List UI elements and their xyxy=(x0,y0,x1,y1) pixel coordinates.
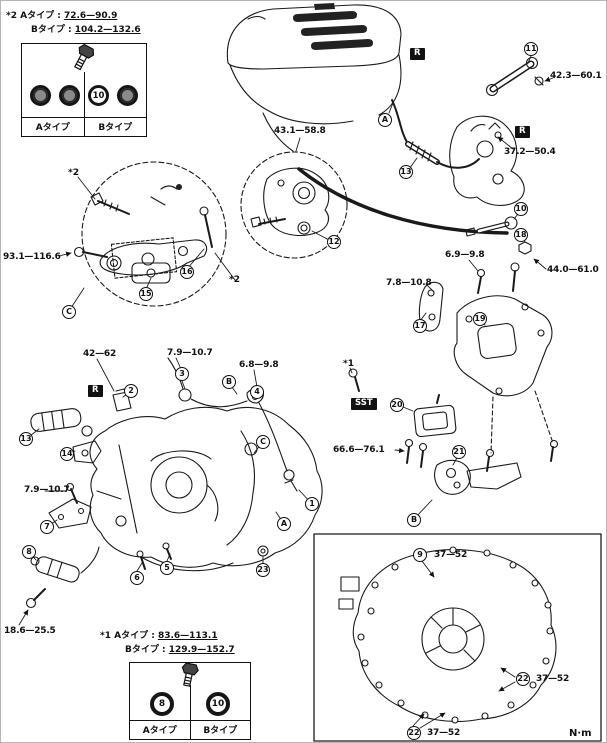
legend-divider xyxy=(84,72,86,117)
callout-22-right: 22 xyxy=(516,672,530,686)
torque-7-9-10-7-top: 7.9—10.7 xyxy=(167,348,213,358)
callout-19: 19 xyxy=(473,312,487,326)
ref-b-right: B xyxy=(407,513,421,527)
callout-7: 7 xyxy=(40,520,54,534)
callout-2: 2 xyxy=(124,384,138,398)
torque-37-52-b: 37—52 xyxy=(536,674,570,684)
badge-r-2: R xyxy=(515,126,530,139)
legend-label-a-type: Aタイプ xyxy=(22,118,85,136)
callout-9: 9 xyxy=(413,548,427,562)
stabilizer-link xyxy=(485,56,544,97)
socket-icon-b: 10 xyxy=(206,691,230,716)
engine-cover xyxy=(226,3,402,152)
callout-3: 3 xyxy=(175,367,189,381)
callout-4: 4 xyxy=(250,385,264,399)
engine-mount-detail xyxy=(73,161,227,307)
callout-15: 15 xyxy=(139,287,153,301)
socket-icon-a: 8 xyxy=(150,691,174,716)
callout-11: 11 xyxy=(524,42,538,56)
cable-bracket-detail xyxy=(240,151,348,259)
note-bottom-line2: Bタイプ : 129.9—152.7 xyxy=(125,645,235,655)
note-top-line2: Bタイプ : 104.2—132.6 xyxy=(31,25,141,35)
ref-c-left: C xyxy=(62,305,76,319)
transmission-case xyxy=(89,406,323,572)
torque-6-9-9-8: 6.9—9.8 xyxy=(445,250,485,260)
torque-37-52-a: 37—52 xyxy=(434,550,468,560)
engine-outline-sweep xyxy=(297,167,509,235)
callout-23: 23 xyxy=(256,563,270,577)
ref-b-top: B xyxy=(222,375,236,389)
torque-66-6-76-1: 66.6—76.1 xyxy=(333,445,385,455)
socket-type-legend-top: 10 Aタイプ Bタイプ xyxy=(21,43,147,137)
torque-37-52-c: 37—52 xyxy=(427,728,461,738)
left-parts xyxy=(25,408,269,609)
callout-5: 5 xyxy=(160,561,174,575)
torque-37-2-50-4: 37.2—50.4 xyxy=(504,147,556,157)
torque-42-3-60-1: 42.3—60.1 xyxy=(550,71,602,81)
shift-cable xyxy=(391,99,480,169)
torque-18-6-25-5: 18.6—25.5 xyxy=(4,626,56,636)
callout-13-top: 13 xyxy=(399,165,413,179)
note-star2-a: *2 xyxy=(68,168,79,178)
torque-42-62: 42—62 xyxy=(83,349,117,359)
callout-10: 10 xyxy=(514,202,528,216)
torque-7-8-10-8: 7.8—10.8 xyxy=(386,278,432,288)
shift-lever-assembly xyxy=(449,115,525,206)
socket-icon-b1: 10 xyxy=(88,85,109,106)
legend-label-a-type: Aタイプ xyxy=(130,721,191,739)
socket-icons-row: 8 10 xyxy=(130,685,250,720)
socket-icon-a1 xyxy=(30,85,51,106)
callout-6: 6 xyxy=(130,571,144,585)
legend-column-labels: Aタイプ Bタイプ xyxy=(22,117,146,136)
torque-44-0-61-0: 44.0—61.0 xyxy=(547,265,599,275)
legend-divider xyxy=(190,685,192,720)
callout-8: 8 xyxy=(22,545,36,559)
callout-16: 16 xyxy=(180,265,194,279)
socket-type-legend-bottom: 8 10 Aタイプ Bタイプ xyxy=(129,662,251,740)
callout-20: 20 xyxy=(390,398,404,412)
note-bottom-line1: *1 Aタイプ : 83.6—113.1 xyxy=(100,631,218,641)
socket-icon-b2 xyxy=(117,85,138,106)
callout-14: 14 xyxy=(60,447,74,461)
socket-icons-row: 10 xyxy=(22,72,146,117)
note-top-line1: *2 Aタイプ : 72.6—90.9 xyxy=(6,11,118,21)
callout-12: 12 xyxy=(327,235,341,249)
badge-r-3: R xyxy=(88,385,103,398)
bolt-icon xyxy=(181,663,199,687)
socket-icon-a2 xyxy=(59,85,80,106)
note-star2-b: *2 xyxy=(229,275,240,285)
legend-column-labels: Aタイプ Bタイプ xyxy=(130,720,250,739)
ref-a-top: A xyxy=(378,113,392,127)
callout-18: 18 xyxy=(514,228,528,242)
transmission-end-view xyxy=(313,533,602,742)
select-cable-end xyxy=(465,216,532,255)
badge-sst: SST xyxy=(351,398,377,411)
badge-r-1: R xyxy=(410,48,425,61)
legend-label-b-type: Bタイプ xyxy=(98,123,133,133)
torque-7-9-10-7-left: 7.9—10.7 xyxy=(24,485,70,495)
ref-c-mid: C xyxy=(256,435,270,449)
callout-13-left: 13 xyxy=(19,432,33,446)
unit-label: N·m xyxy=(569,728,592,739)
torque-93-1-116-6: 93.1—116.6 xyxy=(3,252,61,262)
callout-22-bottom: 22 xyxy=(407,726,421,740)
callout-21: 21 xyxy=(452,445,466,459)
note-star1: *1 xyxy=(343,359,354,369)
transmission-mount-assembly xyxy=(348,262,559,495)
callout-17: 17 xyxy=(413,319,427,333)
legend-label-b-type: Bタイプ xyxy=(203,726,238,736)
ref-a-mid: A xyxy=(277,517,291,531)
callout-1: 1 xyxy=(305,497,319,511)
bolt-icon xyxy=(74,44,95,71)
torque-6-8-9-8: 6.8—9.8 xyxy=(239,360,279,370)
torque-43-1-58-8: 43.1—58.8 xyxy=(274,126,326,136)
